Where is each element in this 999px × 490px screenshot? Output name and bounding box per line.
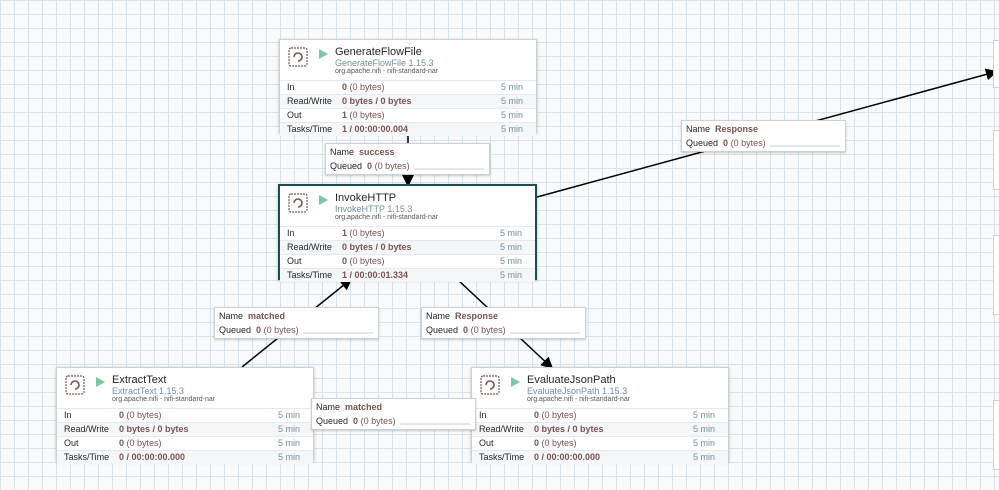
processor-extracttext[interactable]: ExtractText ExtractText 1.15.3 org.apach… bbox=[56, 367, 314, 464]
processor-icon bbox=[288, 193, 308, 213]
stat-row-tasks: Tasks/Time 1 / 00:00:00.004 5 min bbox=[280, 122, 536, 136]
stat-row-readwrite: Read/Write 0 bytes / 0 bytes 5 min bbox=[280, 94, 536, 108]
processor-header: GenerateFlowFile GenerateFlowFile 1.15.3… bbox=[280, 40, 536, 80]
stat-row-in: In 0 (0 bytes) 5 min bbox=[280, 80, 536, 94]
processor-name: GenerateFlowFile bbox=[335, 46, 422, 58]
processor-type: EvaluateJsonPath 1.15.3 bbox=[527, 386, 628, 396]
processor-bundle: org.apache.nifi - nifi-standard-nar bbox=[335, 214, 439, 221]
stat-row-readwrite: Read/Write 0 bytes / 0 bytes 5 min bbox=[472, 422, 728, 436]
processor-bundle: org.apache.nifi - nifi-standard-nar bbox=[527, 396, 631, 403]
connection-label-response-out[interactable]: Name Response Queued 0 (0 bytes) bbox=[681, 120, 846, 152]
stat-row-in: In 0 (0 bytes) 5 min bbox=[57, 408, 313, 422]
processor-name: ExtractText bbox=[112, 374, 167, 386]
stat-row-tasks: Tasks/Time 0 / 00:00:00.000 5 min bbox=[57, 450, 313, 464]
connection-label-success[interactable]: Name success Queued 0 (0 bytes) bbox=[325, 143, 490, 175]
queue-progress-bar bbox=[414, 168, 484, 170]
connection-label-matched[interactable]: Name matched Queued 0 (0 bytes) bbox=[214, 307, 379, 339]
queue-progress-bar bbox=[510, 332, 580, 334]
processor-icon bbox=[65, 375, 85, 395]
offscreen-component[interactable] bbox=[993, 40, 999, 88]
stat-row-readwrite: Read/Write 0 bytes / 0 bytes 5 min bbox=[57, 422, 313, 436]
stat-row-out: Out 0 (0 bytes) 5 min bbox=[57, 436, 313, 450]
processor-header: EvaluateJsonPath EvaluateJsonPath 1.15.3… bbox=[472, 368, 728, 408]
stat-row-out: Out 1 (0 bytes) 5 min bbox=[280, 108, 536, 122]
play-icon bbox=[319, 49, 328, 59]
processor-bundle: org.apache.nifi - nifi-standard-nar bbox=[335, 68, 439, 75]
offscreen-component[interactable] bbox=[993, 400, 999, 470]
processor-name: EvaluateJsonPath bbox=[527, 374, 616, 386]
stat-row-tasks: Tasks/Time 0 / 00:00:00.000 5 min bbox=[472, 450, 728, 464]
processor-name: InvokeHTTP bbox=[335, 192, 397, 204]
processor-bundle: org.apache.nifi - nifi-standard-nar bbox=[112, 396, 216, 403]
play-icon bbox=[511, 377, 520, 387]
processor-evaluatejsonpath[interactable]: EvaluateJsonPath EvaluateJsonPath 1.15.3… bbox=[471, 367, 729, 464]
offscreen-component[interactable] bbox=[993, 235, 999, 315]
processor-header: InvokeHTTP InvokeHTTP 1.15.3 org.apache.… bbox=[280, 186, 535, 226]
stat-row-in: In 0 (0 bytes) 5 min bbox=[472, 408, 728, 422]
queue-progress-bar bbox=[400, 423, 470, 425]
offscreen-component[interactable] bbox=[993, 130, 999, 190]
processor-type: ExtractText 1.15.3 bbox=[112, 386, 185, 396]
stat-row-in: In 1 (0 bytes) 5 min bbox=[280, 226, 535, 240]
play-icon bbox=[96, 377, 105, 387]
queue-progress-bar bbox=[303, 332, 373, 334]
processor-type: GenerateFlowFile 1.15.3 bbox=[335, 58, 434, 68]
stat-row-out: Out 0 (0 bytes) 5 min bbox=[280, 254, 535, 268]
connection-label-matched-self[interactable]: Name matched Queued 0 (0 bytes) bbox=[311, 398, 476, 430]
stat-row-readwrite: Read/Write 0 bytes / 0 bytes 5 min bbox=[280, 240, 535, 254]
processor-type: InvokeHTTP 1.15.3 bbox=[335, 204, 413, 214]
queue-progress-bar bbox=[770, 145, 840, 147]
processor-invokehttp[interactable]: InvokeHTTP InvokeHTTP 1.15.3 org.apache.… bbox=[278, 184, 537, 282]
processor-header: ExtractText ExtractText 1.15.3 org.apach… bbox=[57, 368, 313, 408]
processor-generateflowfile[interactable]: GenerateFlowFile GenerateFlowFile 1.15.3… bbox=[279, 39, 537, 136]
play-icon bbox=[319, 195, 328, 205]
stat-row-tasks: Tasks/Time 1 / 00:00:01.334 5 min bbox=[280, 268, 535, 282]
processor-icon bbox=[480, 375, 500, 395]
connection-label-response[interactable]: Name Response Queued 0 (0 bytes) bbox=[421, 307, 586, 339]
stat-row-out: Out 0 (0 bytes) 5 min bbox=[472, 436, 728, 450]
processor-icon bbox=[288, 47, 308, 67]
